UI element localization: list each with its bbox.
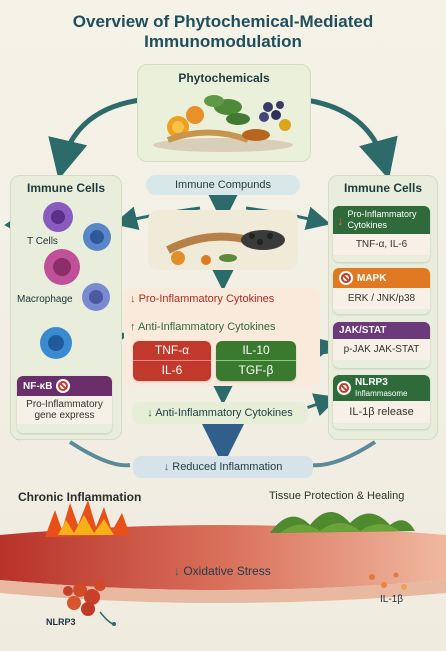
nlrp3-label: NLRP3 [46,617,76,627]
nfkb-line1: Pro-Inflammatory [26,399,103,410]
phytochemicals-panel: Phytochemicals [137,64,311,162]
chronic-inflammation-label: Chronic Inflammation [18,490,142,504]
immune-cells-illustration [40,202,111,359]
pathway-card-mapk: MAPK ERK / JNK/p38 [333,268,430,314]
anti-cytokine-box: IL-10 TGF-β [216,341,296,381]
macrophage-label: Macrophage [17,294,73,305]
tissue-illustration [0,500,446,616]
down-arrow-icon: ↓ [163,461,170,473]
diagram-title: Overview of Phytochemical-Mediated Immun… [72,12,374,51]
pathway-card-jakstat: JAK/STAT p-JAK JAK-STAT [333,322,430,368]
inhibit-icon [339,271,353,285]
up-arrow-icon: ↑ [130,321,136,333]
inhibit-icon [56,379,71,393]
left-immune-cells-header: Immune Cells [26,181,106,195]
immune-compounds-header: Immune Compunds [175,179,271,191]
pathway-body: ERK / JNK/p38 [333,288,430,309]
herbs-spices-illustration [153,95,293,152]
pro-cytokine-box: TNF-α IL-6 [133,341,211,381]
reduced-inflammation-pill: ↓ Reduced Inflammation [133,456,313,478]
pro-inflammatory-label: ↓ Pro-Inflammatory Cytokines [130,293,275,305]
down-arrow-green-icon: ↓ [147,407,153,419]
pathway-body: p-JAK JAK-STAT [333,339,430,360]
pathway-body: TNF-α, IL-6 [333,234,430,255]
right-immune-cells-header: Immune Cells [343,181,423,195]
tissue-protection-label: Tissue Protection & Healing [269,490,405,502]
down-arrow-icon: ↓ [130,293,136,305]
inhibit-icon [337,381,351,395]
pathway-body: IL-1β release [333,401,430,423]
anti-inflammatory-label: ↑ Anti-Inflammatory Cytokines [130,321,276,333]
phytochemicals-label: Phytochemicals [178,71,270,85]
oxidative-stress-label: ↓ Oxidative Stress [174,564,271,578]
immune-compounds-pill: Immune Compunds [146,175,300,195]
nfkb-line2: gene express [34,410,95,421]
nfkb-card: NF-κB Pro-Inflammatory gene express [17,376,112,433]
il1b-label: IL-1β [380,594,403,605]
nfkb-title: NF-κB [23,380,53,392]
down-arrow-icon: ↓ [337,212,344,228]
anti-inflammatory-bottom: ↓ Anti-Inflammatory Cytokines [132,402,308,424]
t-cells-label: T Cells [27,236,58,247]
compound-illustration [148,210,298,270]
down-arrow-icon: ↓ [174,564,180,578]
